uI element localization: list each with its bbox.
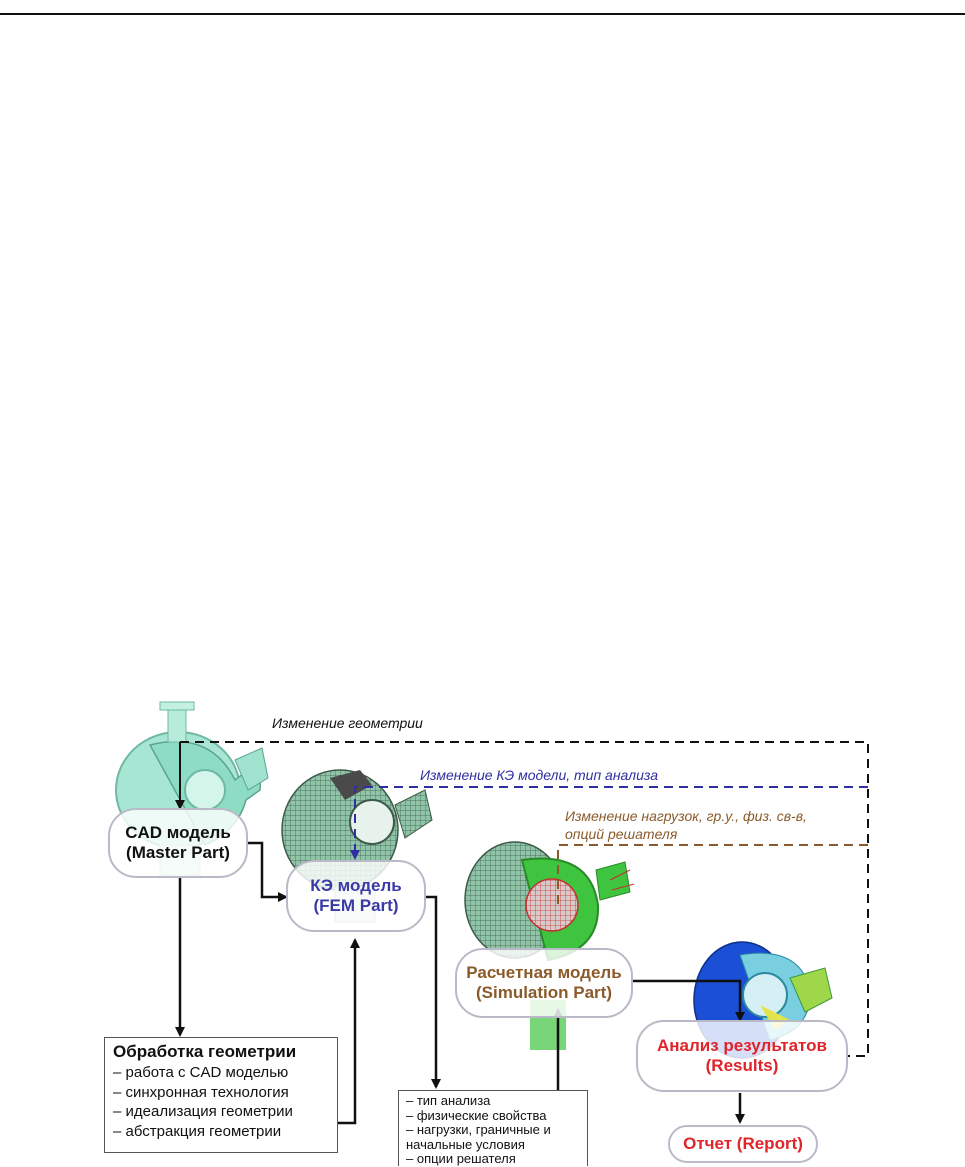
analysis-item: – тип анализа — [406, 1093, 491, 1108]
cad-model-title: CAD модель — [125, 822, 231, 842]
sim-to-results-arrow — [632, 979, 745, 1022]
analysis-item: начальные условия — [406, 1136, 525, 1152]
page-header-rule — [0, 13, 965, 15]
results-subtitle: (Results) — [705, 1056, 779, 1075]
geometry-processing-title: Обработка геометрии — [113, 1042, 297, 1061]
analysis-settings-box: – тип анализа – физические свойства – на… — [398, 1090, 588, 1166]
geometry-feedback-label: Изменение геометрии — [272, 715, 423, 731]
loads-feedback-line — [557, 844, 868, 905]
geometry-item: – синхронная технология — [113, 1083, 289, 1101]
loads-feedback-label-line2: опций решателя — [565, 826, 678, 842]
fem-feedback-label: Изменение КЭ модели, тип анализа — [420, 767, 658, 783]
cad-model-subtitle: (Master Part) — [126, 843, 230, 862]
simulation-model-subtitle: (Simulation Part) — [475, 983, 612, 1002]
fem-model-title: КЭ модель — [310, 875, 402, 895]
geometry-to-fem-arrow — [338, 938, 360, 1125]
results-node: Анализ результатов (Results) — [636, 1020, 848, 1092]
report-node: Отчет (Report) — [668, 1125, 818, 1163]
geometry-feedback-line — [180, 741, 869, 1057]
geometry-item: – работа с CAD моделью — [113, 1064, 289, 1081]
simulation-model-node: Расчетная модель (Simulation Part) — [455, 948, 633, 1018]
analysis-item: – физические свойства — [406, 1107, 547, 1123]
simulation-model-image — [464, 841, 635, 1050]
report-label: Отчет (Report) — [683, 1133, 803, 1153]
analysis-item: – опции решателя — [406, 1151, 516, 1167]
analysis-item: – нагрузки, граничные и — [406, 1122, 551, 1138]
fem-model-node: КЭ модель (FEM Part) — [286, 860, 426, 932]
fem-model-subtitle: (FEM Part) — [313, 896, 399, 915]
simulation-model-title: Расчетная модель — [466, 962, 622, 982]
geometry-processing-box: Обработка геометрии – работа с CAD модел… — [104, 1037, 338, 1153]
cad-to-fem-arrow — [246, 841, 288, 902]
cad-model-node: CAD модель (Master Part) — [108, 808, 248, 878]
loads-feedback-label-line1: Изменение нагрузок, гр.у., физ. св-в, — [565, 808, 807, 824]
results-title: Анализ результатов — [657, 1035, 827, 1055]
fem-to-analysis-arrow — [424, 895, 441, 1089]
geometry-item: – абстракция геометрии — [113, 1122, 282, 1140]
fem-feedback-line — [350, 786, 868, 860]
geometry-item: – идеализация геометрии — [113, 1103, 293, 1120]
